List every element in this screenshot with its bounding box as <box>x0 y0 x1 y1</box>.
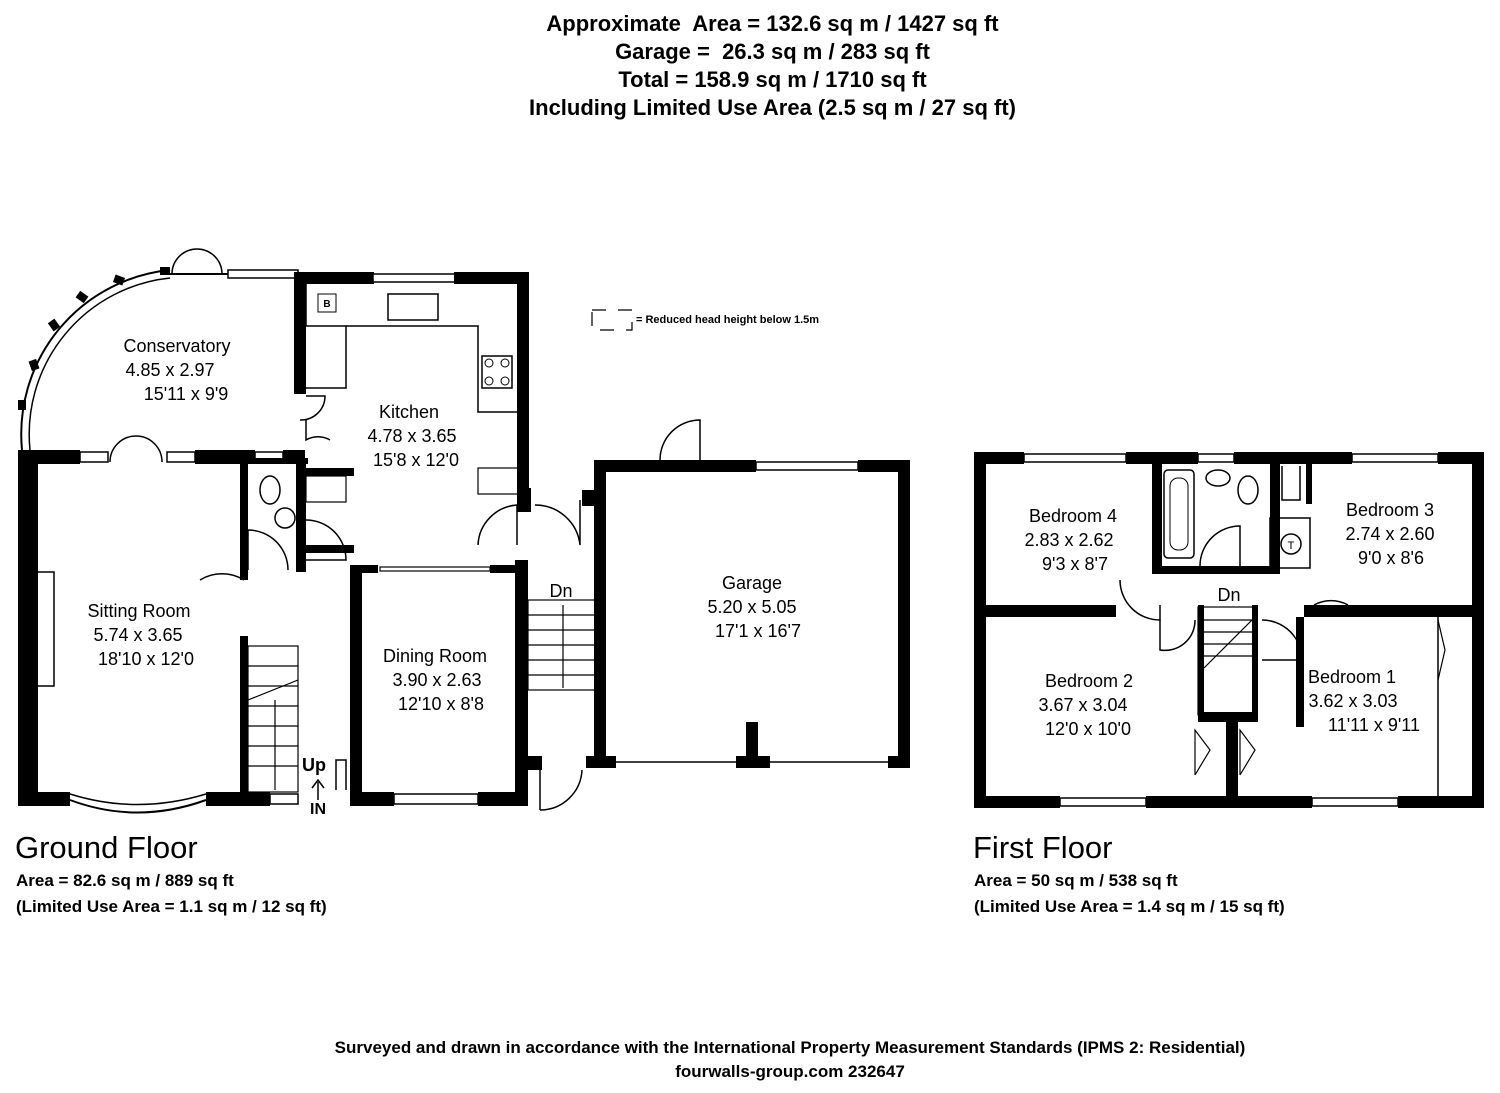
ground-floor-limited-area: (Limited Use Area = 1.1 sq m / 12 sq ft) <box>16 897 327 916</box>
footer: Surveyed and drawn in accordance with th… <box>0 1036 1500 1084</box>
bathroom-basin <box>1205 469 1231 487</box>
conservatory-name: Conservatory <box>123 336 230 356</box>
ground-wc-toilet <box>259 475 281 505</box>
garage-area: Garage = 26.3 sq m / 283 sq ft <box>615 39 930 64</box>
stairs-down <box>527 599 599 691</box>
bedroom1-name: Bedroom 1 <box>1308 667 1396 687</box>
bedroom4-imperial: 9'3 x 8'7 <box>1042 554 1108 574</box>
first-floor-title: First Floor <box>973 830 1113 865</box>
ground-floor-title: Ground Floor <box>15 830 198 865</box>
kitchen-window <box>372 273 456 283</box>
sitting-room-metric: 5.74 x 3.65 <box>93 625 182 645</box>
ground-floor-plan <box>18 248 910 814</box>
kitchen-sink <box>387 293 439 321</box>
garage-name: Garage <box>722 573 782 593</box>
ground-wc-basin <box>274 507 296 529</box>
stairs-up <box>247 645 299 793</box>
bedroom3-name: Bedroom 3 <box>1346 500 1434 520</box>
ground-stairs-down-label: Dn <box>549 581 572 601</box>
area-summary: Approximate Area = 132.6 sq m / 1427 sq … <box>0 10 1500 122</box>
bedroom1-imperial: 11'11 x 9'11 <box>1328 715 1420 735</box>
kitchen-imperial: 15'8 x 12'0 <box>373 450 459 470</box>
limited-use-area: Including Limited Use Area (2.5 sq m / 2… <box>529 95 1016 120</box>
garage-imperial: 17'1 x 16'7 <box>715 621 801 641</box>
conservatory-french-door <box>171 248 223 275</box>
ground-floor-area: Area = 82.6 sq m / 889 sq ft (Limited Us… <box>16 868 327 920</box>
water-tank <box>1280 533 1302 555</box>
bath <box>1163 469 1195 559</box>
bedroom3-imperial: 9'0 x 8'6 <box>1358 548 1424 568</box>
bedroom2-imperial: 12'0 x 10'0 <box>1045 719 1131 739</box>
conservatory-curved-wall <box>20 269 171 451</box>
sitting-room-name: Sitting Room <box>87 601 190 621</box>
boiler-label: B <box>323 299 330 310</box>
dining-room-imperial: 12'10 x 8'8 <box>398 694 484 714</box>
kitchen-name: Kitchen <box>379 402 439 422</box>
bathroom-toilet <box>1237 475 1259 505</box>
first-floor-area: Area = 50 sq m / 538 sq ft (Limited Use … <box>974 868 1285 920</box>
stairs-up-label: Up <box>302 755 326 775</box>
sitting-room-french-door <box>109 435 163 463</box>
garage-side-door <box>659 419 701 461</box>
dining-room-metric: 3.90 x 2.63 <box>392 670 481 690</box>
first-floor-limited-area: (Limited Use Area = 1.4 sq m / 15 sq ft) <box>974 897 1285 916</box>
bedroom4-metric: 2.83 x 2.62 <box>1024 530 1113 550</box>
sitting-room-imperial: 18'10 x 12'0 <box>98 649 194 669</box>
approximate-area: Approximate Area = 132.6 sq m / 1427 sq … <box>546 11 999 36</box>
bedroom1-metric: 3.62 x 3.03 <box>1308 691 1397 711</box>
conservatory-curved-wall-inner <box>28 277 171 451</box>
first-floor-plan <box>974 452 1484 808</box>
ipms-statement: Surveyed and drawn in accordance with th… <box>334 1038 1246 1057</box>
fireplace <box>35 571 55 687</box>
conservatory-metric: 4.85 x 2.97 <box>125 360 214 380</box>
kitchen-hob <box>481 355 513 389</box>
bedroom2-metric: 3.67 x 3.04 <box>1038 695 1127 715</box>
bedroom3-metric: 2.74 x 2.60 <box>1345 524 1434 544</box>
legend-text: = Reduced head height below 1.5m <box>636 314 819 326</box>
bay-window <box>69 799 207 814</box>
tank-label: T <box>1288 540 1295 552</box>
first-floor-area-text: Area = 50 sq m / 538 sq ft <box>974 871 1178 890</box>
conservatory-mullions <box>18 267 170 410</box>
total-area: Total = 158.9 sq m / 1710 sq ft <box>618 67 927 92</box>
kitchen-metric: 4.78 x 3.65 <box>367 426 456 446</box>
conservatory-imperial: 15'11 x 9'9 <box>144 384 229 404</box>
bedroom4-name: Bedroom 4 <box>1029 506 1117 526</box>
reference: fourwalls-group.com 232647 <box>675 1062 905 1081</box>
entrance-label: IN <box>310 801 326 818</box>
ground-floor-area-text: Area = 82.6 sq m / 889 sq ft <box>16 871 234 890</box>
dining-room-name: Dining Room <box>383 646 487 666</box>
head-height-legend: = Reduced head height below 1.5m <box>591 309 819 331</box>
first-floor-stairs-label: Dn <box>1217 585 1240 605</box>
garage-metric: 5.20 x 5.05 <box>707 597 796 617</box>
bedroom2-name: Bedroom 2 <box>1045 671 1133 691</box>
first-floor-stairs <box>1197 606 1257 716</box>
